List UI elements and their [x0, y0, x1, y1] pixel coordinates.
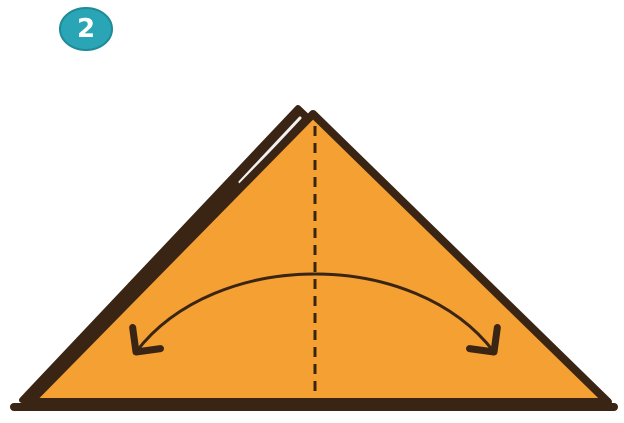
front-paper-triangle — [30, 114, 608, 402]
